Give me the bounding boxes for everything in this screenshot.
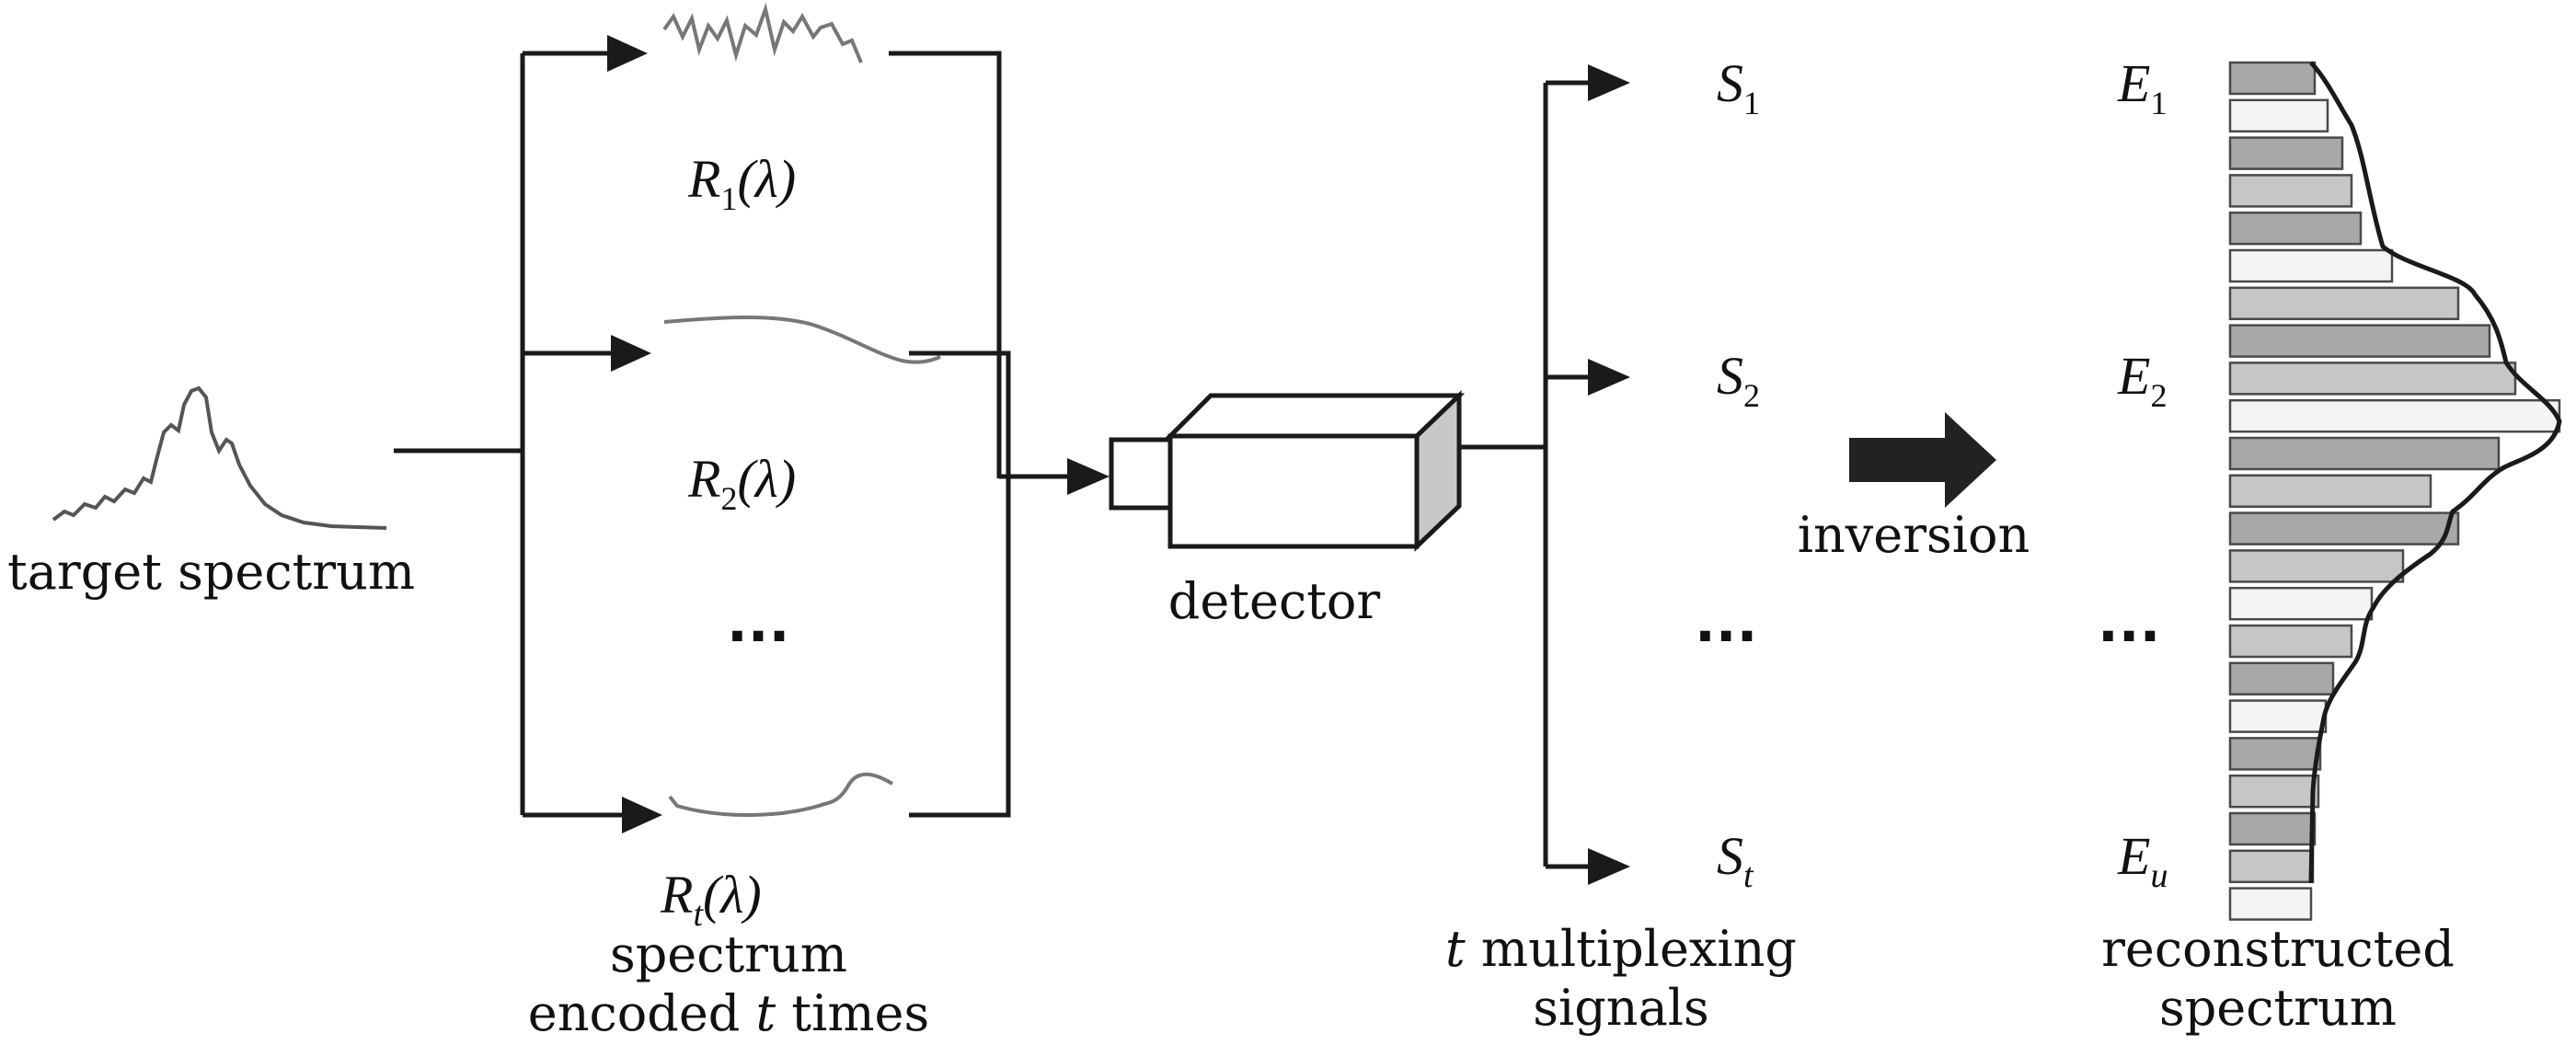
inversion-arrow [1849,412,1996,508]
reconstructed-2-symbol: E [2117,346,2150,406]
encoder-t-label: Rt(λ) [660,865,762,934]
encoder-ellipsis: ··· [727,604,789,669]
reconstructed-bar [2228,398,2561,433]
inversion-label: inversion [1798,506,2030,564]
reconstructed-u-subscript: u [2150,856,2168,895]
signal-t-arrow [1588,848,1630,885]
encoder-2-curve [663,316,941,364]
signal-ellipsis: ··· [1695,604,1757,669]
encoder-t-curve [668,772,894,817]
reconstructed-bar [2228,211,2363,246]
signal-t-subscript: t [1743,856,1754,895]
signal-t-symbol: S [1717,826,1743,886]
reconstructed-bar [2228,549,2405,583]
reconstructed-bar [2228,737,2322,771]
encoder-1-symbol: R [687,149,720,209]
reconstructed-bar [2228,624,2353,659]
signal-2-symbol: S [1717,346,1743,406]
reconstructed-ellipsis: ··· [2098,604,2160,669]
reconstructed-bar [2228,136,2344,170]
encoder-2-subscript: 2 [720,480,737,517]
reconstructed-2-label: E2 [2117,346,2167,414]
encoder-2-symbol: R [687,449,720,509]
reconstructed-bar [2228,362,2517,396]
signal-1-arrow [1588,64,1630,101]
encoder-t-arrow [622,797,662,833]
reconstructed-bar [2228,286,2460,321]
reconstructed-u-symbol: E [2117,826,2150,886]
reconstructed-bar [2228,811,2317,846]
signal-t-label: St [1717,826,1754,895]
encoder-2-label: R2(λ) [687,449,796,517]
signal-2-label: S2 [1717,346,1760,414]
reconstructed-bar [2228,699,2328,733]
reconstructed-1-subscript: 1 [2150,85,2167,121]
multiplexing-line2: signals [1533,979,1709,1037]
encoder-1-arrow [607,35,648,72]
reconstructed-bar [2228,586,2374,621]
reconstructed-bar [2228,511,2460,545]
reconstructed-2-subscript: 2 [2150,377,2167,414]
multiplexing-line1: t multiplexing [1445,920,1797,978]
encoder-2-out-wire [909,350,1011,478]
reconstructed-envelope [2308,61,2562,884]
signal-1-subscript: 1 [1743,85,1760,121]
detector-label: detector [1168,572,1381,630]
encoder-t-subscript: t [693,895,704,934]
reconstructed-1-symbol: E [2117,53,2150,113]
reconstructed-u-label: Eu [2117,826,2168,895]
detector-in-arrow [1067,458,1110,495]
spectrum-encoded-line2: encoded t times [528,984,929,1042]
reconstructed-bar [2228,661,2335,696]
encoder-2-argument: (λ) [737,449,796,509]
encoder-t-out-wire [909,478,1011,818]
signal-1-symbol: S [1717,53,1743,113]
reconstructed-line1: reconstructed [2101,920,2455,978]
signal-1-label: S1 [1717,53,1760,121]
encoder-1-label: R1(λ) [687,149,796,217]
signal-2-arrow [1588,359,1630,396]
target-spectrum-curve [52,385,387,530]
reconstructed-bar [2228,248,2394,283]
reconstructed-bar [2228,474,2432,509]
reconstructed-bar [2228,774,2320,809]
target-spectrum-label: target spectrum [7,543,415,601]
reconstructed-1-label: E1 [2117,53,2167,121]
reconstructed-bar [2228,324,2491,358]
encoder-1-out-wire [889,51,1002,478]
reconstructed-bar [2228,887,2313,921]
encoder-2-arrow [611,335,651,372]
encoder-1-curve [662,2,863,63]
signal-2-subscript: 2 [1743,377,1760,414]
reconstructed-bar [2228,436,2501,471]
reconstructed-bar [2228,98,2329,133]
reconstructed-line2: spectrum [2159,979,2397,1037]
reconstructed-bar [2228,849,2315,884]
reconstructed-bars [2228,61,2561,921]
encoder-t-symbol: R [660,865,693,924]
encoder-1-argument: (λ) [737,149,796,209]
encoder-t-argument: (λ) [703,865,762,924]
reconstructed-bar [2228,174,2353,208]
spectrum-encoded-line1: spectrum [610,925,847,983]
encoder-1-subscript: 1 [720,180,737,217]
reconstructed-bar [2228,61,2317,96]
detector-icon [1109,390,1466,552]
